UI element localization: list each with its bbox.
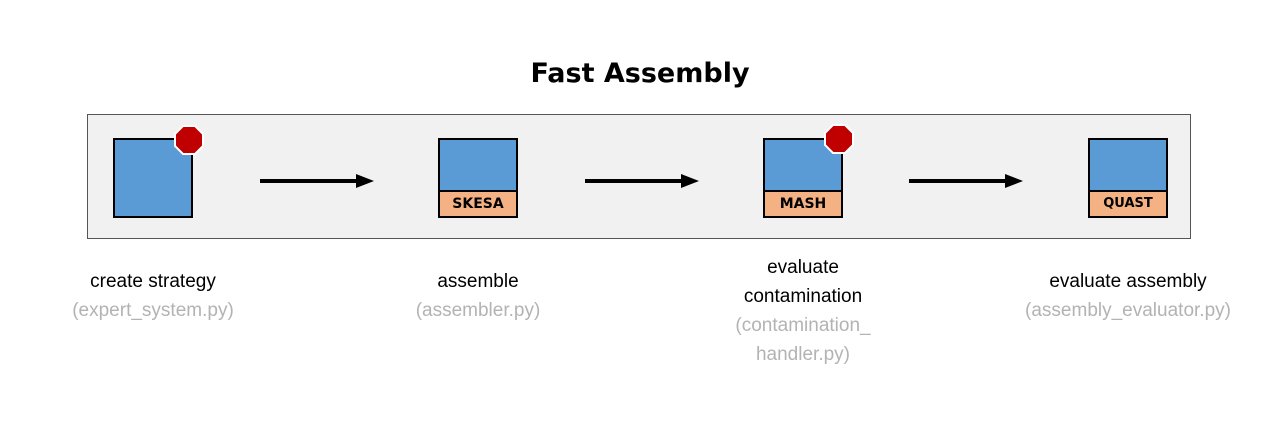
diagram-title: Fast Assembly [530,58,750,89]
step-file: (expert_system.py) [72,300,234,321]
step-node-assemble: SKESA [438,138,518,218]
step-file-line-1: (contamination_ [735,315,871,336]
step-node-evaluate-contamination: MASH [763,138,843,218]
step-file-line-2: handler.py) [755,344,850,365]
step-name: create strategy [90,271,216,292]
step-label-evaluate-contamination: evaluate contamination (contamination_ h… [663,253,943,369]
step-label-assemble: assemble (assembler.py) [338,267,618,325]
step-file: (assembler.py) [415,300,541,321]
tool-label-mash: MASH [763,190,843,218]
step-name-line-1: evaluate [767,257,839,278]
tool-label-quast: QUAST [1088,190,1168,218]
stop-octagon-icon [824,124,854,154]
stop-octagon-icon [174,125,204,155]
arrow-right-icon [585,174,699,188]
step-label-create-strategy: create strategy (expert_system.py) [13,267,293,325]
tool-label-skesa: SKESA [438,190,518,218]
step-label-evaluate-assembly: evaluate assembly (assembly_evaluator.py… [988,267,1268,325]
step-name-line-2: contamination [743,286,863,307]
arrow-right-icon [909,174,1023,188]
step-file: (assembly_evaluator.py) [1025,300,1231,321]
step-name: assemble [437,271,519,292]
step-node-evaluate-assembly: QUAST [1088,138,1168,218]
arrow-right-icon [260,174,374,188]
step-name: evaluate assembly [1049,271,1207,292]
